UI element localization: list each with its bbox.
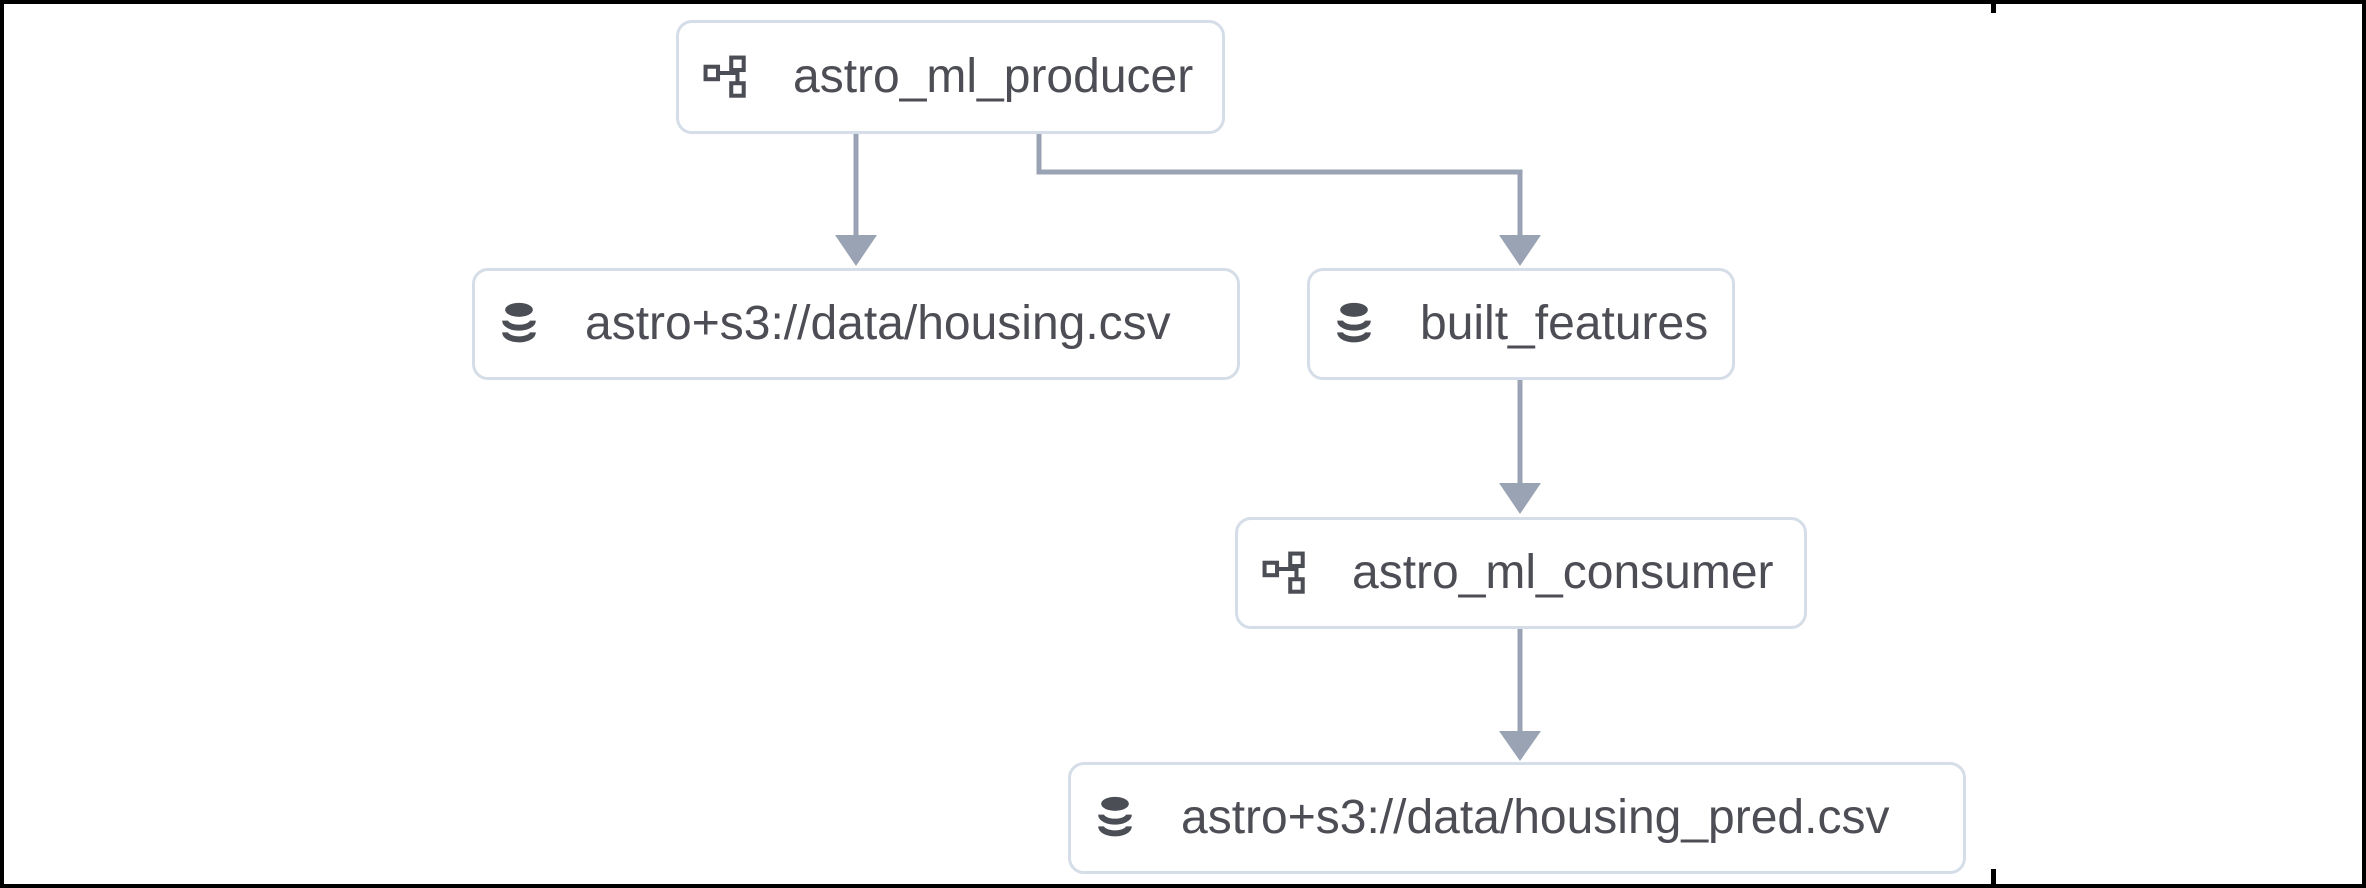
node-astro-ml-producer[interactable]: astro_ml_producer <box>676 20 1225 134</box>
frame-tick-top <box>1991 4 1996 13</box>
edge-consumer-to-housing-pred <box>1499 629 1541 761</box>
dag-icon <box>703 55 747 99</box>
edges-layer <box>835 134 1541 761</box>
node-astro-ml-consumer[interactable]: astro_ml_consumer <box>1235 517 1807 629</box>
edge-producer-to-housing <box>835 134 877 266</box>
node-astro-s3-housing-csv[interactable]: astro+s3://data/housing.csv <box>472 268 1240 380</box>
node-label: astro+s3://data/housing_pred.csv <box>1181 791 1890 844</box>
dag-icon <box>1262 551 1306 595</box>
node-label: astro+s3://data/housing.csv <box>585 297 1171 350</box>
database-icon <box>499 301 539 347</box>
frame-tick-bottom <box>1991 869 1996 884</box>
database-icon <box>1095 795 1135 841</box>
node-built-features[interactable]: built_features <box>1307 268 1735 380</box>
database-icon <box>1334 301 1374 347</box>
node-label: astro_ml_producer <box>793 50 1194 103</box>
node-label: astro_ml_consumer <box>1352 546 1774 599</box>
edge-built-features-to-consumer <box>1499 380 1541 514</box>
node-label: built_features <box>1420 297 1709 350</box>
edge-producer-to-built-features <box>1036 134 1541 266</box>
node-astro-s3-housing-pred-csv[interactable]: astro+s3://data/housing_pred.csv <box>1068 762 1966 874</box>
